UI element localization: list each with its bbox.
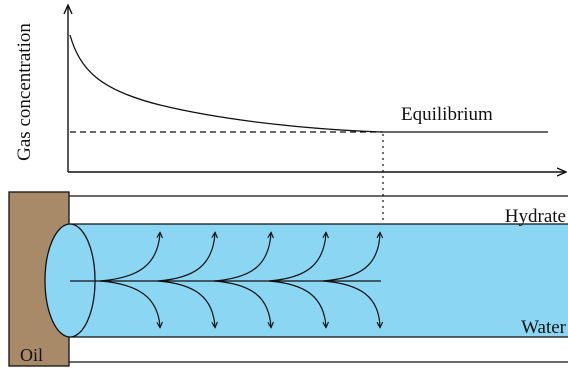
diffusion-arrow-up [213, 233, 271, 282]
diffusion-arrow-down [157, 280, 215, 327]
diffusion-arrow-down [213, 280, 271, 327]
diffusion-arrow-down [268, 280, 326, 327]
concentration-plot: Gas concentration Equilibrium [14, 6, 565, 335]
oil-label: Oil [20, 345, 43, 365]
hydrate-label: Hydrate [505, 206, 566, 227]
diffusion-arrow-up [322, 233, 380, 282]
diffusion-arrow-down [99, 280, 160, 327]
pipe-section: Oil Hydrate Water [8, 191, 568, 367]
diffusion-arrow-up [268, 233, 326, 282]
diffusion-arrow-up [99, 233, 160, 282]
concentration-curve [69, 34, 548, 133]
equilibrium-label: Equilibrium [401, 104, 493, 125]
diffusion-arrows [99, 233, 380, 327]
diffusion-arrow-up [157, 233, 215, 282]
diffusion-arrow-down [322, 280, 380, 327]
y-axis-label: Gas concentration [14, 23, 35, 161]
water-label: Water [521, 317, 567, 338]
